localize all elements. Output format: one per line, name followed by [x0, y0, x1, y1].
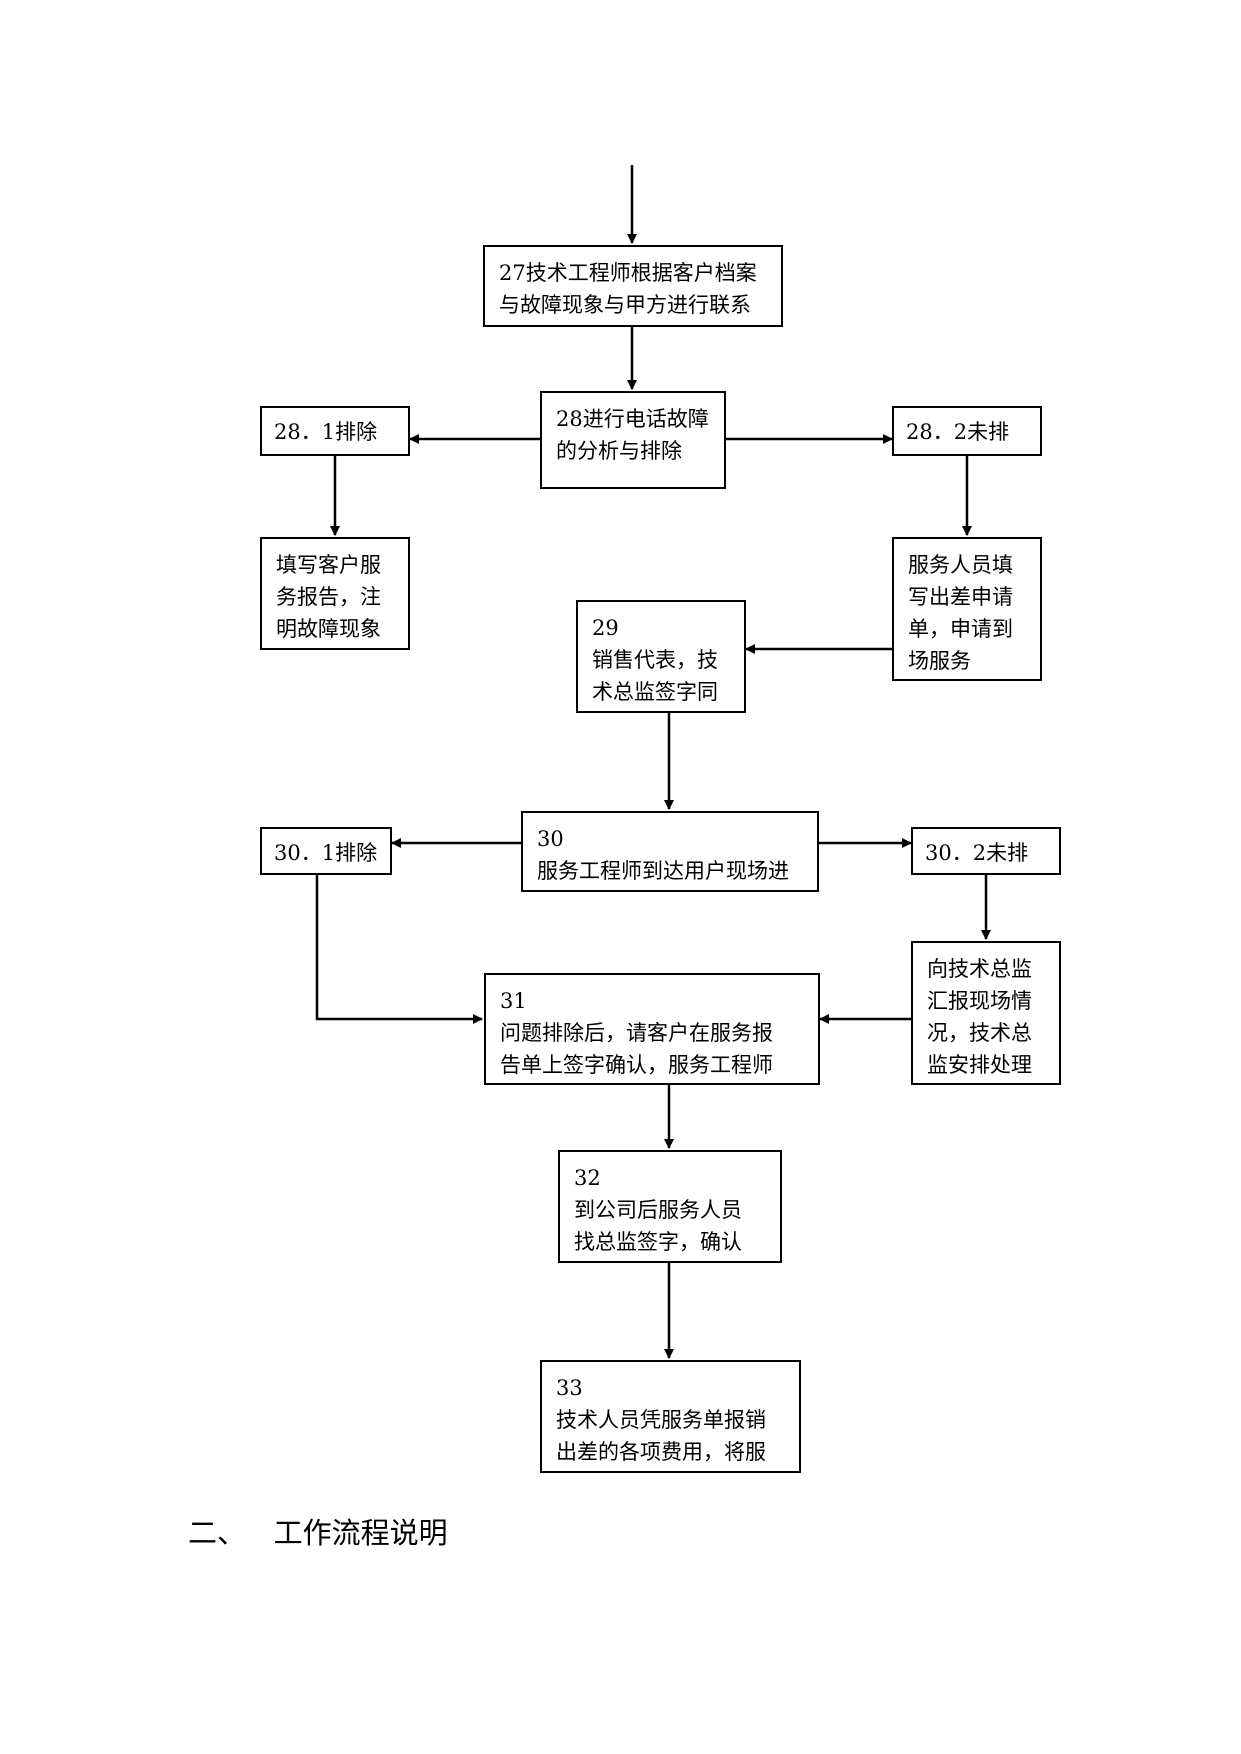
node-30: 30 服务工程师到达用户现场进: [521, 811, 819, 892]
node-fill-report: 填写客户服 务报告，注 明故障现象: [260, 537, 410, 650]
arrow-30-1-to-31: [315, 875, 483, 1024]
node-33: 33 技术人员凭服务单报销 出差的各项费用，将服: [540, 1360, 801, 1473]
section-heading: 二、 工作流程说明: [188, 1516, 448, 1550]
node-28: 28进行电话故障 的分析与排除: [540, 391, 726, 489]
node-27: 27技术工程师根据客户档案 与故障现象与甲方进行联系: [483, 245, 783, 327]
node-32: 32 到公司后服务人员 找总监签字，确认: [558, 1150, 782, 1263]
node-30-1: 30．1排除: [260, 827, 392, 875]
node-29: 29 销售代表，技 术总监签字同: [576, 600, 746, 713]
node-30-2: 30．2未排: [911, 827, 1061, 875]
node-31: 31 问题排除后，请客户在服务报 告单上签字确认，服务工程师: [484, 973, 820, 1085]
node-travel-request: 服务人员填 写出差申请 单，申请到 场服务: [892, 537, 1042, 681]
node-report-to-director: 向技术总监 汇报现场情 况，技术总 监安排处理: [911, 941, 1061, 1085]
node-28-2: 28．2未排: [892, 406, 1042, 456]
node-28-1: 28．1排除: [260, 406, 410, 456]
